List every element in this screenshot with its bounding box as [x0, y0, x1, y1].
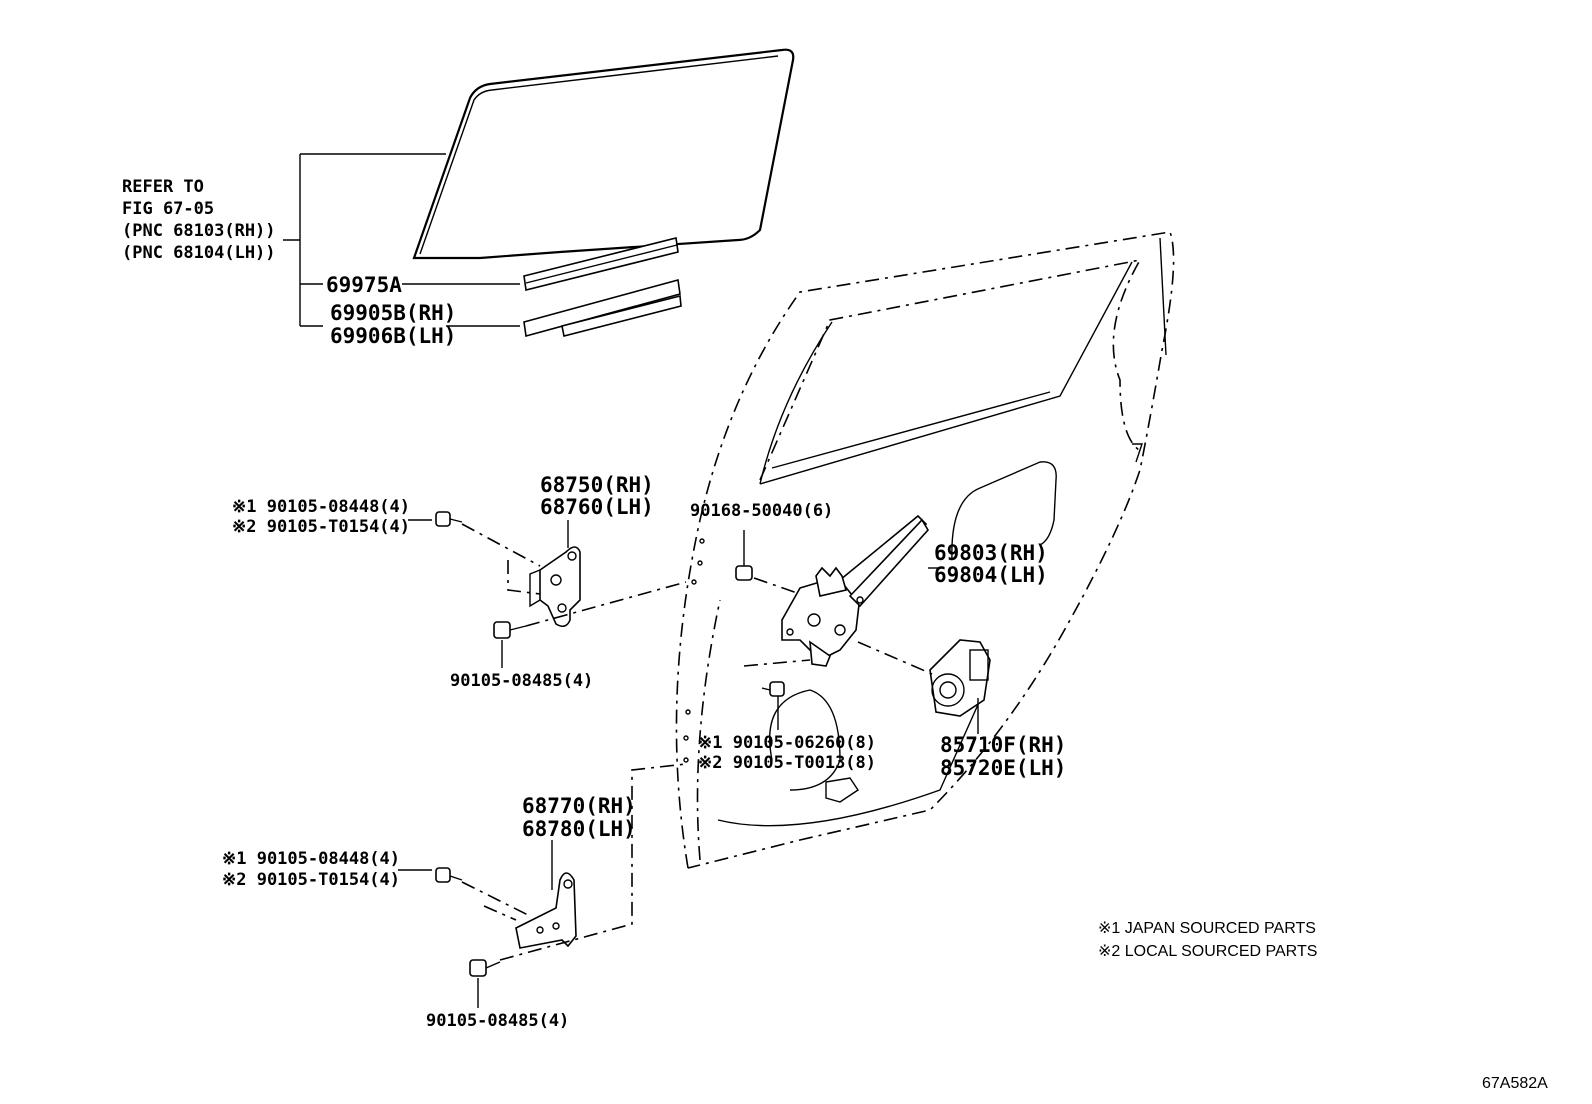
door-panel-outline: [675, 231, 1175, 869]
label-upper-bolt-1: ※1 90105-08448(4): [232, 497, 410, 517]
legend-note-2: ※2 LOCAL SOURCED PARTS: [1098, 943, 1317, 960]
upper-hinge-bolt-top: [435, 511, 463, 527]
label-68770: 68770(RH): [522, 794, 636, 818]
label-69906B: 69906B(LH): [330, 324, 456, 348]
lower-hinge-to-door-line: [499, 763, 687, 961]
label-reg-bolt-2: ※2 90105-T0013(8): [698, 753, 876, 773]
label-lower-bolt-3: 90105-08485(4): [426, 1011, 569, 1031]
refer-line-4: (PNC 68104(LH)): [122, 243, 276, 263]
refer-bracket: [283, 153, 520, 327]
upper-bolt-leader: [461, 523, 541, 567]
label-90168: 90168-50040(6): [690, 501, 833, 521]
label-85720E: 85720E(LH): [940, 756, 1066, 780]
label-68750: 68750(RH): [540, 473, 654, 497]
regulator-bolt-90168: [735, 530, 753, 581]
refer-line-1: REFER TO: [122, 177, 204, 197]
glass-strip-69975A: [523, 237, 679, 291]
window-regulator: [781, 514, 929, 667]
label-69804: 69804(LH): [934, 563, 1048, 587]
glass-strip-69905B: [523, 278, 682, 338]
lower-bolt-leader: [461, 881, 531, 917]
figure-code: 67A582A: [1482, 1075, 1548, 1092]
upper-hinge-to-door-line: [525, 581, 687, 627]
upper-hinge-guide: [507, 560, 541, 595]
regulator-bolt-90105: [761, 681, 785, 730]
lower-hinge-guide: [483, 905, 517, 921]
legend-note-1: ※1 JAPAN SOURCED PARTS: [1098, 920, 1316, 937]
upper-hinge: [529, 546, 581, 628]
label-upper-bolt-3: 90105-08485(4): [450, 671, 593, 691]
label-lower-bolt-2: ※2 90105-T0154(4): [222, 870, 400, 890]
label-69803: 69803(RH): [934, 541, 1048, 565]
lower-hinge: [515, 872, 577, 949]
lower-hinge-bolt-top: [435, 867, 463, 883]
label-69905B: 69905B(RH): [330, 301, 456, 325]
label-reg-bolt-1: ※1 90105-06260(8): [698, 733, 876, 753]
upper-hinge-bolt-bottom: [493, 621, 527, 639]
regulator-lower-leader: [743, 659, 811, 667]
label-lower-bolt-1: ※1 90105-08448(4): [222, 849, 400, 869]
refer-line-2: FIG 67-05: [122, 199, 214, 219]
motor-leader: [857, 641, 933, 675]
label-68780: 68780(LH): [522, 817, 636, 841]
door-glass: [412, 48, 795, 260]
refer-line-3: (PNC 68103(RH)): [122, 221, 276, 241]
label-69975A: 69975A: [326, 273, 402, 297]
label-68760: 68760(LH): [540, 495, 654, 519]
label-upper-bolt-2: ※2 90105-T0154(4): [232, 517, 410, 537]
lower-hinge-bolt-bottom: [469, 959, 501, 977]
window-motor: [929, 639, 991, 717]
refer-note: REFER TO FIG 67-05 (PNC 68103(RH)) (PNC …: [122, 177, 276, 263]
regulator-bolt-leader: [753, 577, 801, 595]
label-85710F: 85710F(RH): [940, 733, 1066, 757]
